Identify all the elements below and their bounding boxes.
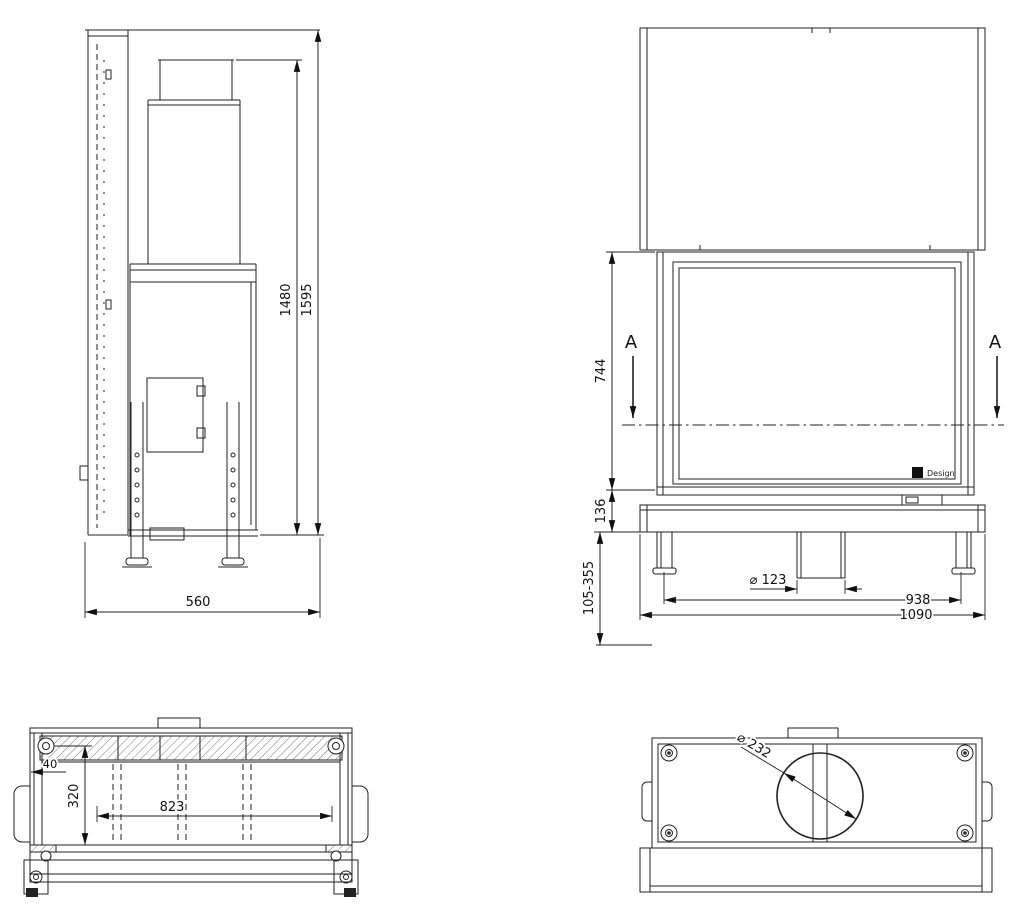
side-view-flue xyxy=(147,59,241,264)
dim-leg-range: 105-355 xyxy=(580,532,652,646)
front-view-hood xyxy=(639,27,986,251)
dim-plinth-height-label: 136 xyxy=(594,499,609,524)
dim-opening-width: 823 xyxy=(96,798,333,822)
section-label-left: A xyxy=(625,332,638,353)
side-view: 1480 1595 560 xyxy=(79,29,324,618)
side-view-legs xyxy=(122,402,248,568)
dim-flue-outlet-diameter-label: ⌀ 232 xyxy=(734,730,773,762)
plan-rear-plinth xyxy=(639,847,993,893)
plan-rear-outline xyxy=(651,727,983,849)
dim-plan-depth: 320 xyxy=(54,745,92,845)
dim-total-height-label: 1595 xyxy=(300,283,315,316)
brand-logo: Design xyxy=(912,467,955,478)
dim-flue-height-label: 1480 xyxy=(279,283,294,316)
dim-leg-range-label: 105-355 xyxy=(582,561,597,615)
plan-front-side-tabs xyxy=(13,785,369,843)
dim-wall-thickness: 40 xyxy=(31,755,66,776)
dim-duct-diameter-label: ⌀ 123 xyxy=(750,573,787,588)
plan-rear-flue-outlet xyxy=(776,744,864,842)
front-view-firebox: Design xyxy=(656,251,975,506)
dim-inner-width-label: 938 xyxy=(906,593,931,608)
plan-rear-view: ⌀ 232 xyxy=(639,727,993,893)
side-view-body xyxy=(128,263,258,541)
front-view: Design A xyxy=(580,27,1004,646)
section-label-right: A xyxy=(989,332,1002,353)
dim-flue-height: 1480 xyxy=(236,59,302,535)
dim-total-width-label: 1090 xyxy=(899,608,932,623)
dim-inner-width: 938 xyxy=(663,572,962,610)
dim-flue-outlet-diameter: ⌀ 232 xyxy=(732,728,857,820)
dim-opening-height-label: 744 xyxy=(594,359,609,384)
plan-front-interior-supports xyxy=(112,764,252,843)
side-view-back-panel xyxy=(79,29,320,536)
plan-rear-side-tabs xyxy=(641,781,993,822)
front-view-legs xyxy=(652,531,976,575)
dim-depth: 560 xyxy=(84,538,321,618)
side-view-door xyxy=(146,377,206,453)
front-view-plinth xyxy=(639,504,986,533)
plan-rear-corner-bolts xyxy=(660,744,974,842)
dim-depth-label: 560 xyxy=(186,595,211,610)
dim-opening-width-label: 823 xyxy=(160,800,185,815)
glass-pane xyxy=(672,261,962,485)
plan-front-hatched-band xyxy=(37,735,345,763)
plan-front-view: 40 320 823 xyxy=(13,717,369,897)
section-line-a-a: A A xyxy=(622,332,1004,426)
dim-plinth-height: 136 xyxy=(592,490,640,533)
front-view-air-duct xyxy=(796,532,846,579)
dim-opening-height: 744 xyxy=(592,251,655,491)
dim-total-width: 1090 xyxy=(639,534,986,625)
brand-logo-text: Design xyxy=(927,469,955,478)
plan-front-door-mechanism xyxy=(23,844,359,897)
dim-duct-diameter: ⌀ 123 xyxy=(748,571,862,594)
dim-total-height: 1595 xyxy=(260,30,324,536)
dim-wall-thickness-label: 40 xyxy=(43,757,58,771)
dim-plan-depth-label: 320 xyxy=(67,784,82,809)
